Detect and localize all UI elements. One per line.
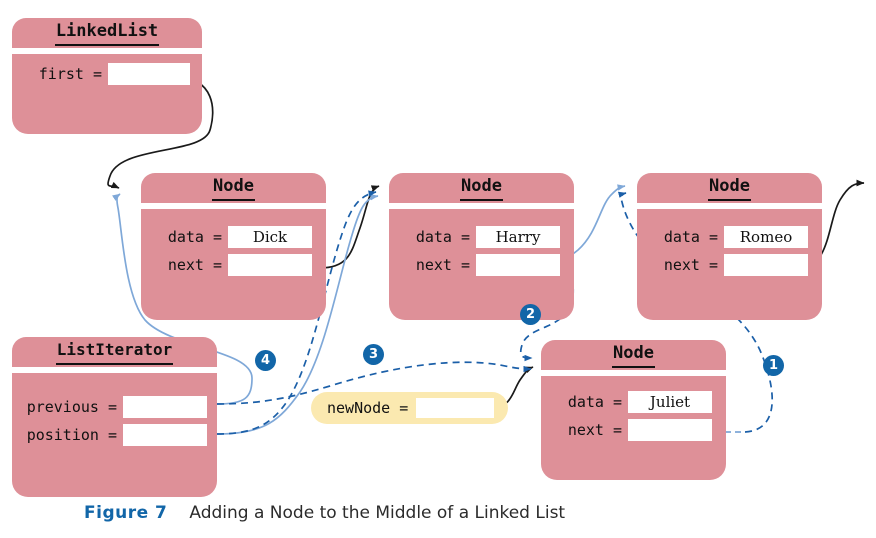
field-label-next: next = [663, 256, 718, 274]
node-harry-class-name: Node [460, 173, 503, 201]
field-row-position: position = [12, 423, 207, 447]
field-value-data: Romeo [739, 228, 793, 246]
field-row-first: first = [12, 62, 190, 86]
listiterator-class-name: ListIterator [55, 337, 174, 365]
linkedlist-body: first = [12, 54, 202, 134]
node-juliet-class-name: Node [612, 340, 655, 368]
field-label-data: data = [663, 228, 718, 246]
object-box-node-dick: Node data = Dick next = [141, 173, 326, 320]
field-slot-data: Juliet [628, 391, 712, 413]
field-row-next: next = [637, 253, 808, 277]
field-label-next: next = [167, 256, 222, 274]
field-slot-data: Dick [228, 226, 312, 248]
object-box-node-harry: Node data = Harry next = [389, 173, 574, 320]
field-label-data: data = [567, 393, 622, 411]
figure-caption: Figure 7 Adding a Node to the Middle of a… [84, 503, 784, 523]
field-slot-data: Romeo [724, 226, 808, 248]
box-gap [637, 203, 822, 209]
field-value-data: Dick [252, 228, 288, 246]
field-slot-position [123, 424, 207, 446]
field-label-next: next = [415, 256, 470, 274]
field-label-previous: previous = [26, 398, 117, 416]
node-dick-header: Node [141, 173, 326, 203]
field-label-next: next = [567, 421, 622, 439]
listiterator-header: ListIterator [12, 337, 217, 367]
object-box-linkedlist: LinkedList first = [12, 18, 202, 134]
node-dick-body: data = Dick next = [141, 209, 326, 320]
field-row-data: data = Dick [141, 225, 312, 249]
step-marker-4: 4 [255, 350, 276, 371]
linkedlist-class-name: LinkedList [54, 18, 160, 46]
field-slot-previous [123, 396, 207, 418]
node-romeo-class-name: Node [708, 173, 751, 201]
field-label-data: data = [415, 228, 470, 246]
node-juliet-body: data = Juliet next = [541, 376, 726, 480]
node-juliet-header: Node [541, 340, 726, 370]
field-label-data: data = [167, 228, 222, 246]
field-row-next: next = [389, 253, 560, 277]
node-romeo-body: data = Romeo next = [637, 209, 822, 320]
field-slot-next [228, 254, 312, 276]
box-gap [141, 203, 326, 209]
field-row-next: next = [541, 418, 712, 442]
object-box-listiterator: ListIterator previous = position = [12, 337, 217, 497]
field-row-next: next = [141, 253, 312, 277]
figure-number-label: Figure 7 [84, 503, 168, 523]
step-marker-2: 2 [520, 304, 541, 325]
node-harry-body: data = Harry next = [389, 209, 574, 320]
box-gap [12, 367, 217, 373]
object-box-node-romeo: Node data = Romeo next = [637, 173, 822, 320]
box-gap [12, 48, 202, 54]
field-slot-first [108, 63, 190, 85]
variable-box-newnode: newNode = [311, 392, 509, 424]
listiterator-body: previous = position = [12, 373, 217, 497]
variable-label-newnode: newNode = [327, 399, 409, 417]
field-row-data: data = Romeo [637, 225, 808, 249]
field-label-first: first = [38, 65, 102, 83]
field-row-data: data = Juliet [541, 390, 712, 414]
linkedlist-header: LinkedList [12, 18, 202, 48]
node-harry-header: Node [389, 173, 574, 203]
field-slot-next [628, 419, 712, 441]
box-gap [541, 370, 726, 376]
step-marker-3: 3 [363, 344, 384, 365]
field-row-previous: previous = [12, 395, 207, 419]
object-box-node-juliet: Node data = Juliet next = [541, 340, 726, 480]
node-romeo-header: Node [637, 173, 822, 203]
variable-slot-newnode [416, 398, 495, 418]
field-value-data: Juliet [649, 393, 691, 411]
figure-caption-text: Adding a Node to the Middle of a Linked … [189, 503, 566, 523]
node-dick-class-name: Node [212, 173, 255, 201]
field-slot-next [724, 254, 808, 276]
field-value-data: Harry [495, 228, 541, 246]
box-gap [389, 203, 574, 209]
field-label-position: position = [26, 426, 117, 444]
field-row-data: data = Harry [389, 225, 560, 249]
step-marker-1: 1 [763, 355, 784, 376]
field-slot-data: Harry [476, 226, 560, 248]
field-slot-next [476, 254, 560, 276]
